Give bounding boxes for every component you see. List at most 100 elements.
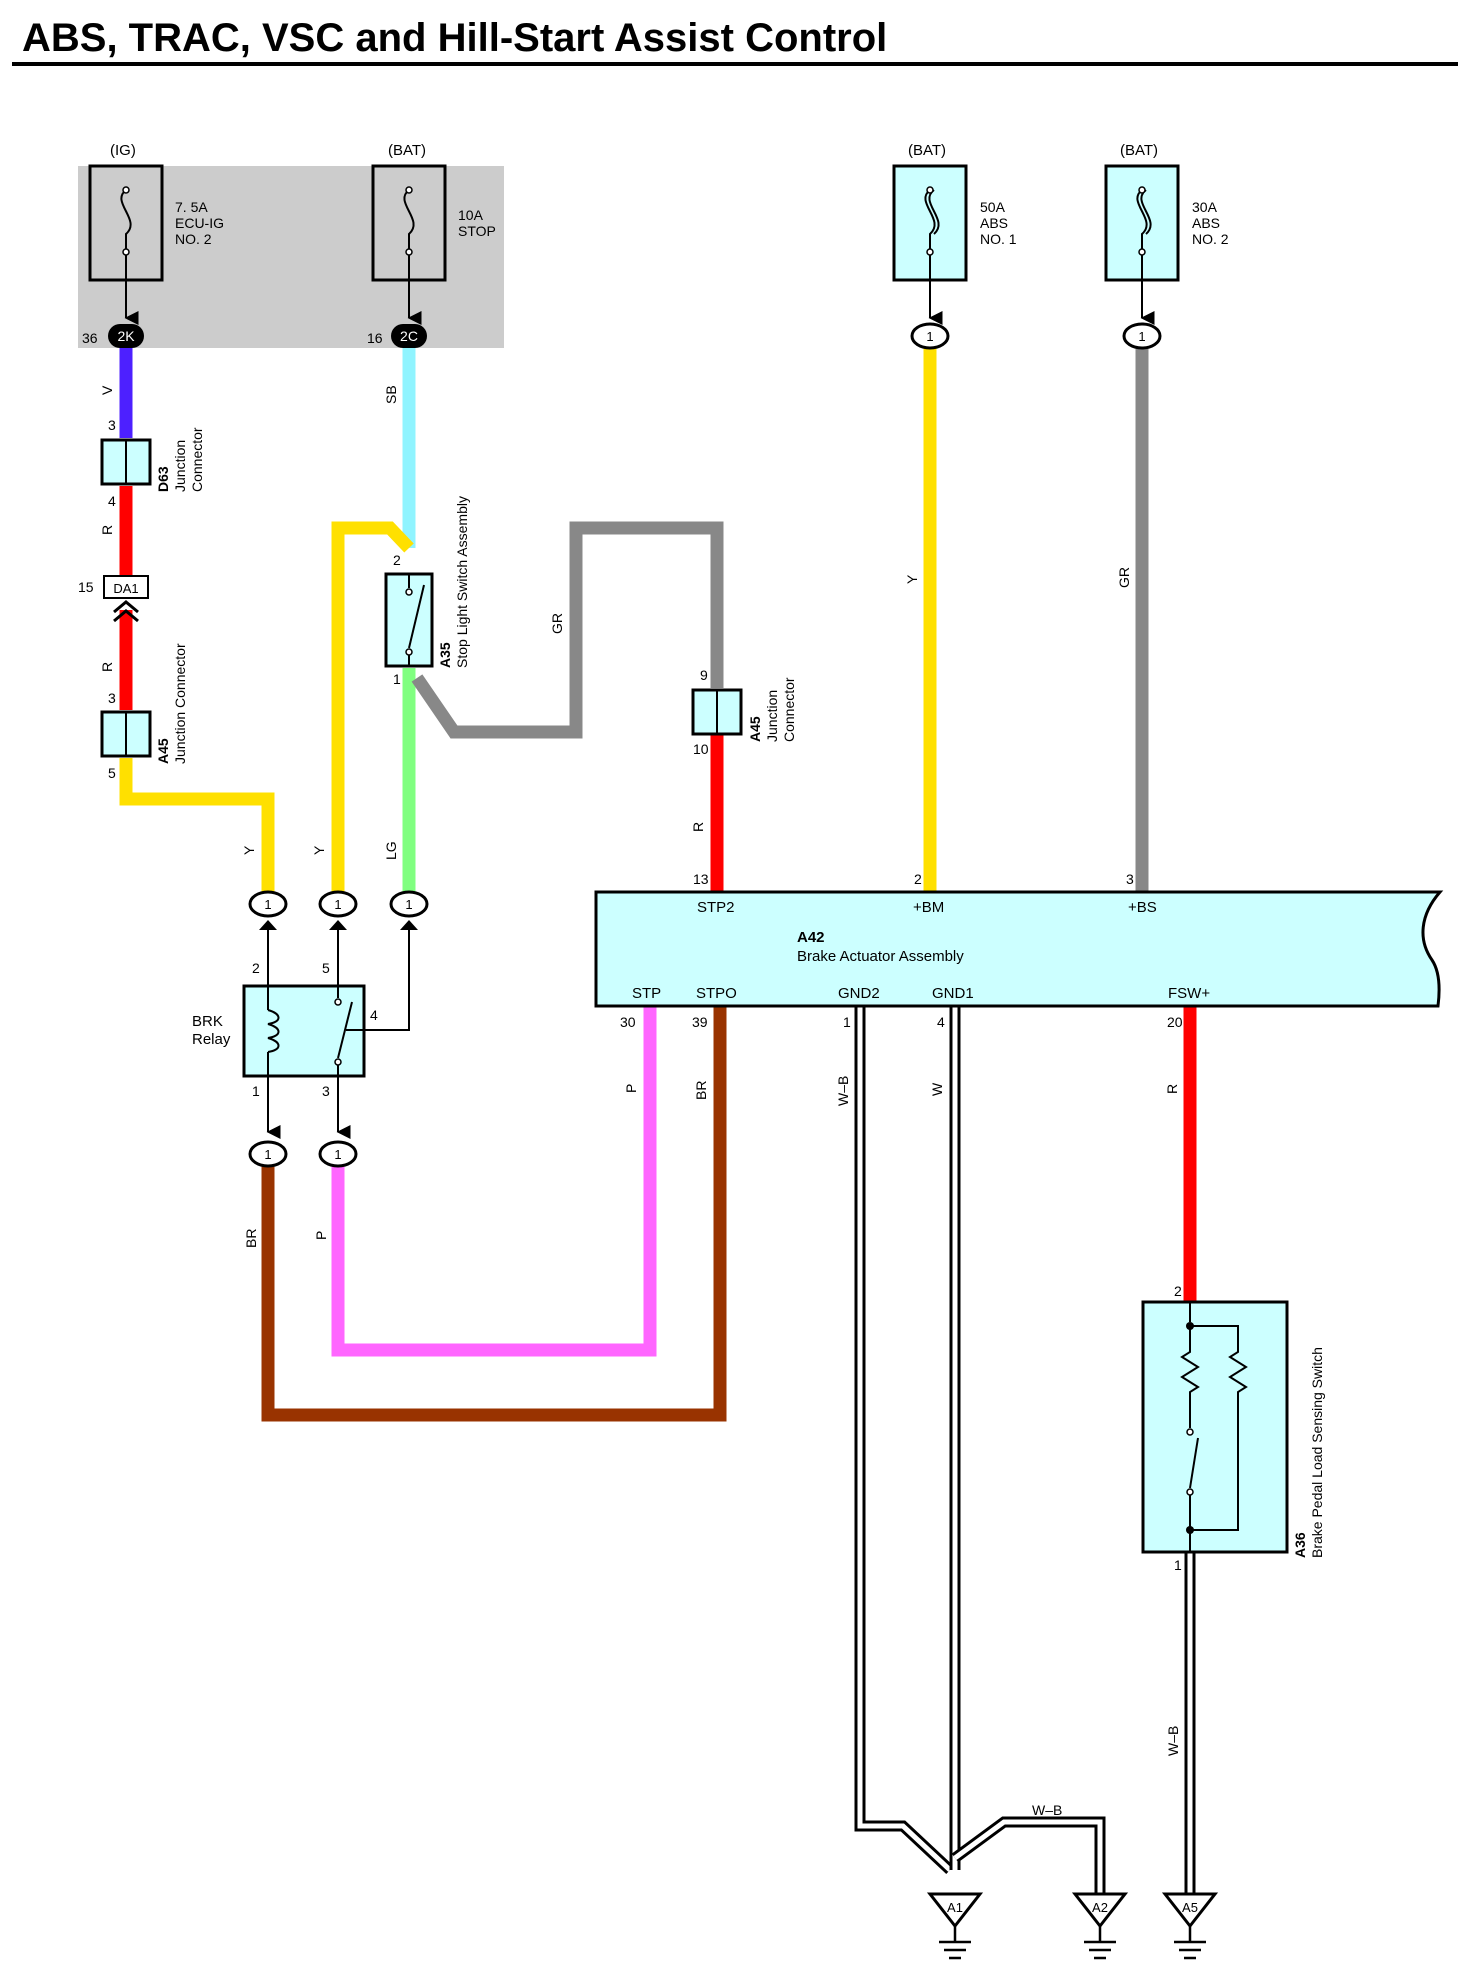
- power-source-bat: (BAT): [1120, 142, 1158, 159]
- fuse-name: ABS: [980, 215, 1008, 231]
- fuse-stop: 10A STOP: [371, 164, 496, 325]
- wire-code-v: V: [99, 385, 115, 395]
- component-name: Connector: [189, 427, 205, 492]
- terminal-gnd1: GND1: [932, 985, 974, 1002]
- relay-coil-icon: [267, 1009, 280, 1053]
- fuse-abs-no2: 30A ABS NO. 2: [1104, 164, 1229, 325]
- component-name: Junction Connector: [172, 643, 188, 764]
- pin-label: 20: [1167, 1014, 1183, 1030]
- wire-code-r: R: [99, 662, 115, 672]
- terminal-stpo: STPO: [696, 985, 737, 1002]
- pin-label: 3: [108, 417, 116, 433]
- brk-relay: 2 5 4 1 3 BRK Relay: [192, 960, 378, 1099]
- svg-text:1: 1: [264, 1147, 271, 1162]
- pin-label: 3: [322, 1083, 330, 1099]
- pin-label: 2: [252, 960, 260, 976]
- wire-code-y: Y: [904, 574, 920, 584]
- svg-text:1: 1: [334, 1147, 341, 1162]
- svg-text:A2: A2: [1092, 1900, 1108, 1915]
- wire-code-lg: LG: [383, 841, 399, 860]
- fuse-name: STOP: [458, 223, 496, 239]
- arrow-up-icon: [259, 920, 277, 930]
- junction-connector-a45: 3 5 A45 Junction Connector: [100, 643, 188, 781]
- component-name: Relay: [192, 1031, 231, 1048]
- pin-label: 3: [108, 690, 116, 706]
- fuse-abs-no1: 50A ABS NO. 1: [892, 164, 1017, 325]
- pin-label: 2: [1174, 1283, 1182, 1299]
- inline-connector: 1: [364, 890, 429, 1031]
- component-name: Connector: [781, 677, 797, 742]
- wire-code-w: W: [929, 1082, 945, 1096]
- wire-group: [119, 348, 1197, 1898]
- wire-code-br: BR: [243, 1229, 259, 1248]
- component-name: Brake Pedal Load Sensing Switch: [1309, 1347, 1325, 1558]
- svg-text:A1: A1: [947, 1900, 963, 1915]
- fuse-number: NO. 2: [1192, 231, 1229, 247]
- fuse-name: ABS: [1192, 215, 1220, 231]
- ground-point-a1: A1: [926, 1892, 984, 1960]
- wire-code-r: R: [1164, 1084, 1180, 1094]
- inline-connector: 1: [318, 1076, 358, 1168]
- page-title: ABS, TRAC, VSC and Hill-Start Assist Con…: [22, 16, 888, 60]
- component-code: A36: [1292, 1532, 1308, 1558]
- wire-code-r: R: [99, 525, 115, 535]
- wire-wb-gnd2: [854, 1006, 954, 1875]
- wire-yellow-switch: [331, 521, 414, 898]
- wire-code-p: P: [313, 1231, 329, 1240]
- wire-code-wb: W–B: [835, 1076, 851, 1106]
- pin-label: 1: [393, 671, 401, 687]
- pin-label: 1: [843, 1014, 851, 1030]
- component-code: D63: [155, 466, 171, 492]
- wire-wb-a2: [951, 1816, 1106, 1898]
- wire-code-y: Y: [241, 845, 257, 855]
- wire-code-sb: SB: [383, 385, 399, 404]
- chevron-up-icon: [113, 600, 139, 623]
- svg-text:1: 1: [264, 897, 271, 912]
- pin-label: 2: [914, 871, 922, 887]
- component-code: A45: [155, 738, 171, 764]
- terminal-gnd2: GND2: [838, 985, 880, 1002]
- svg-text:DA1: DA1: [113, 581, 138, 596]
- arrow-up-icon: [400, 920, 418, 930]
- component-code: A45: [747, 716, 763, 742]
- pin-label: 5: [108, 765, 116, 781]
- fuse-rating: 30A: [1192, 199, 1218, 215]
- ground-icon: [939, 1926, 971, 1960]
- pin-label: 4: [370, 1007, 378, 1023]
- pin-label: 16: [367, 330, 383, 346]
- resistor-icon: [1190, 1346, 1248, 1531]
- terminal-fsw: FSW+: [1168, 985, 1210, 1002]
- ground-point-a5: A5: [1161, 1892, 1219, 1960]
- inline-connector: 1: [318, 890, 358, 986]
- wire-code-p: P: [623, 1084, 639, 1093]
- title-underline: [12, 62, 1458, 66]
- fuse-rating: 10A: [458, 207, 484, 223]
- wire-code-wb: W–B: [1165, 1726, 1181, 1756]
- connector-1: 1: [910, 322, 950, 350]
- junction-connector-d63: 3 4 D63 Junction Connector: [100, 417, 205, 509]
- pin-label: 4: [937, 1014, 945, 1030]
- power-source-bat: (BAT): [908, 142, 946, 159]
- connector-2c: 2C: [391, 324, 427, 348]
- pin-label: 10: [693, 741, 709, 757]
- junction-connector-a45: 9 10 A45 Junction Connector: [691, 667, 797, 757]
- connector-1: 1: [1122, 322, 1162, 350]
- fuse-icon: [120, 189, 132, 252]
- component-code: A35: [437, 642, 453, 668]
- wire-code-r: R: [690, 822, 706, 832]
- svg-text:1: 1: [1138, 329, 1145, 344]
- stop-light-switch: 2 1 A35 Stop Light Switch Assembly: [384, 496, 470, 687]
- power-source-ig: (IG): [110, 142, 136, 159]
- terminal-bs: +BS: [1128, 899, 1157, 916]
- wire-code-y: Y: [311, 845, 327, 855]
- component-name: Stop Light Switch Assembly: [454, 496, 470, 668]
- ground-icon: [1174, 1926, 1206, 1960]
- svg-text:1: 1: [405, 897, 412, 912]
- terminal-stp: STP: [632, 985, 661, 1002]
- fuse-rating: 50A: [980, 199, 1006, 215]
- connector-da1: DA1 15: [78, 575, 149, 623]
- pin-label: 1: [1174, 1557, 1182, 1573]
- fuse-icon: [403, 189, 415, 252]
- svg-text:2K: 2K: [117, 328, 135, 344]
